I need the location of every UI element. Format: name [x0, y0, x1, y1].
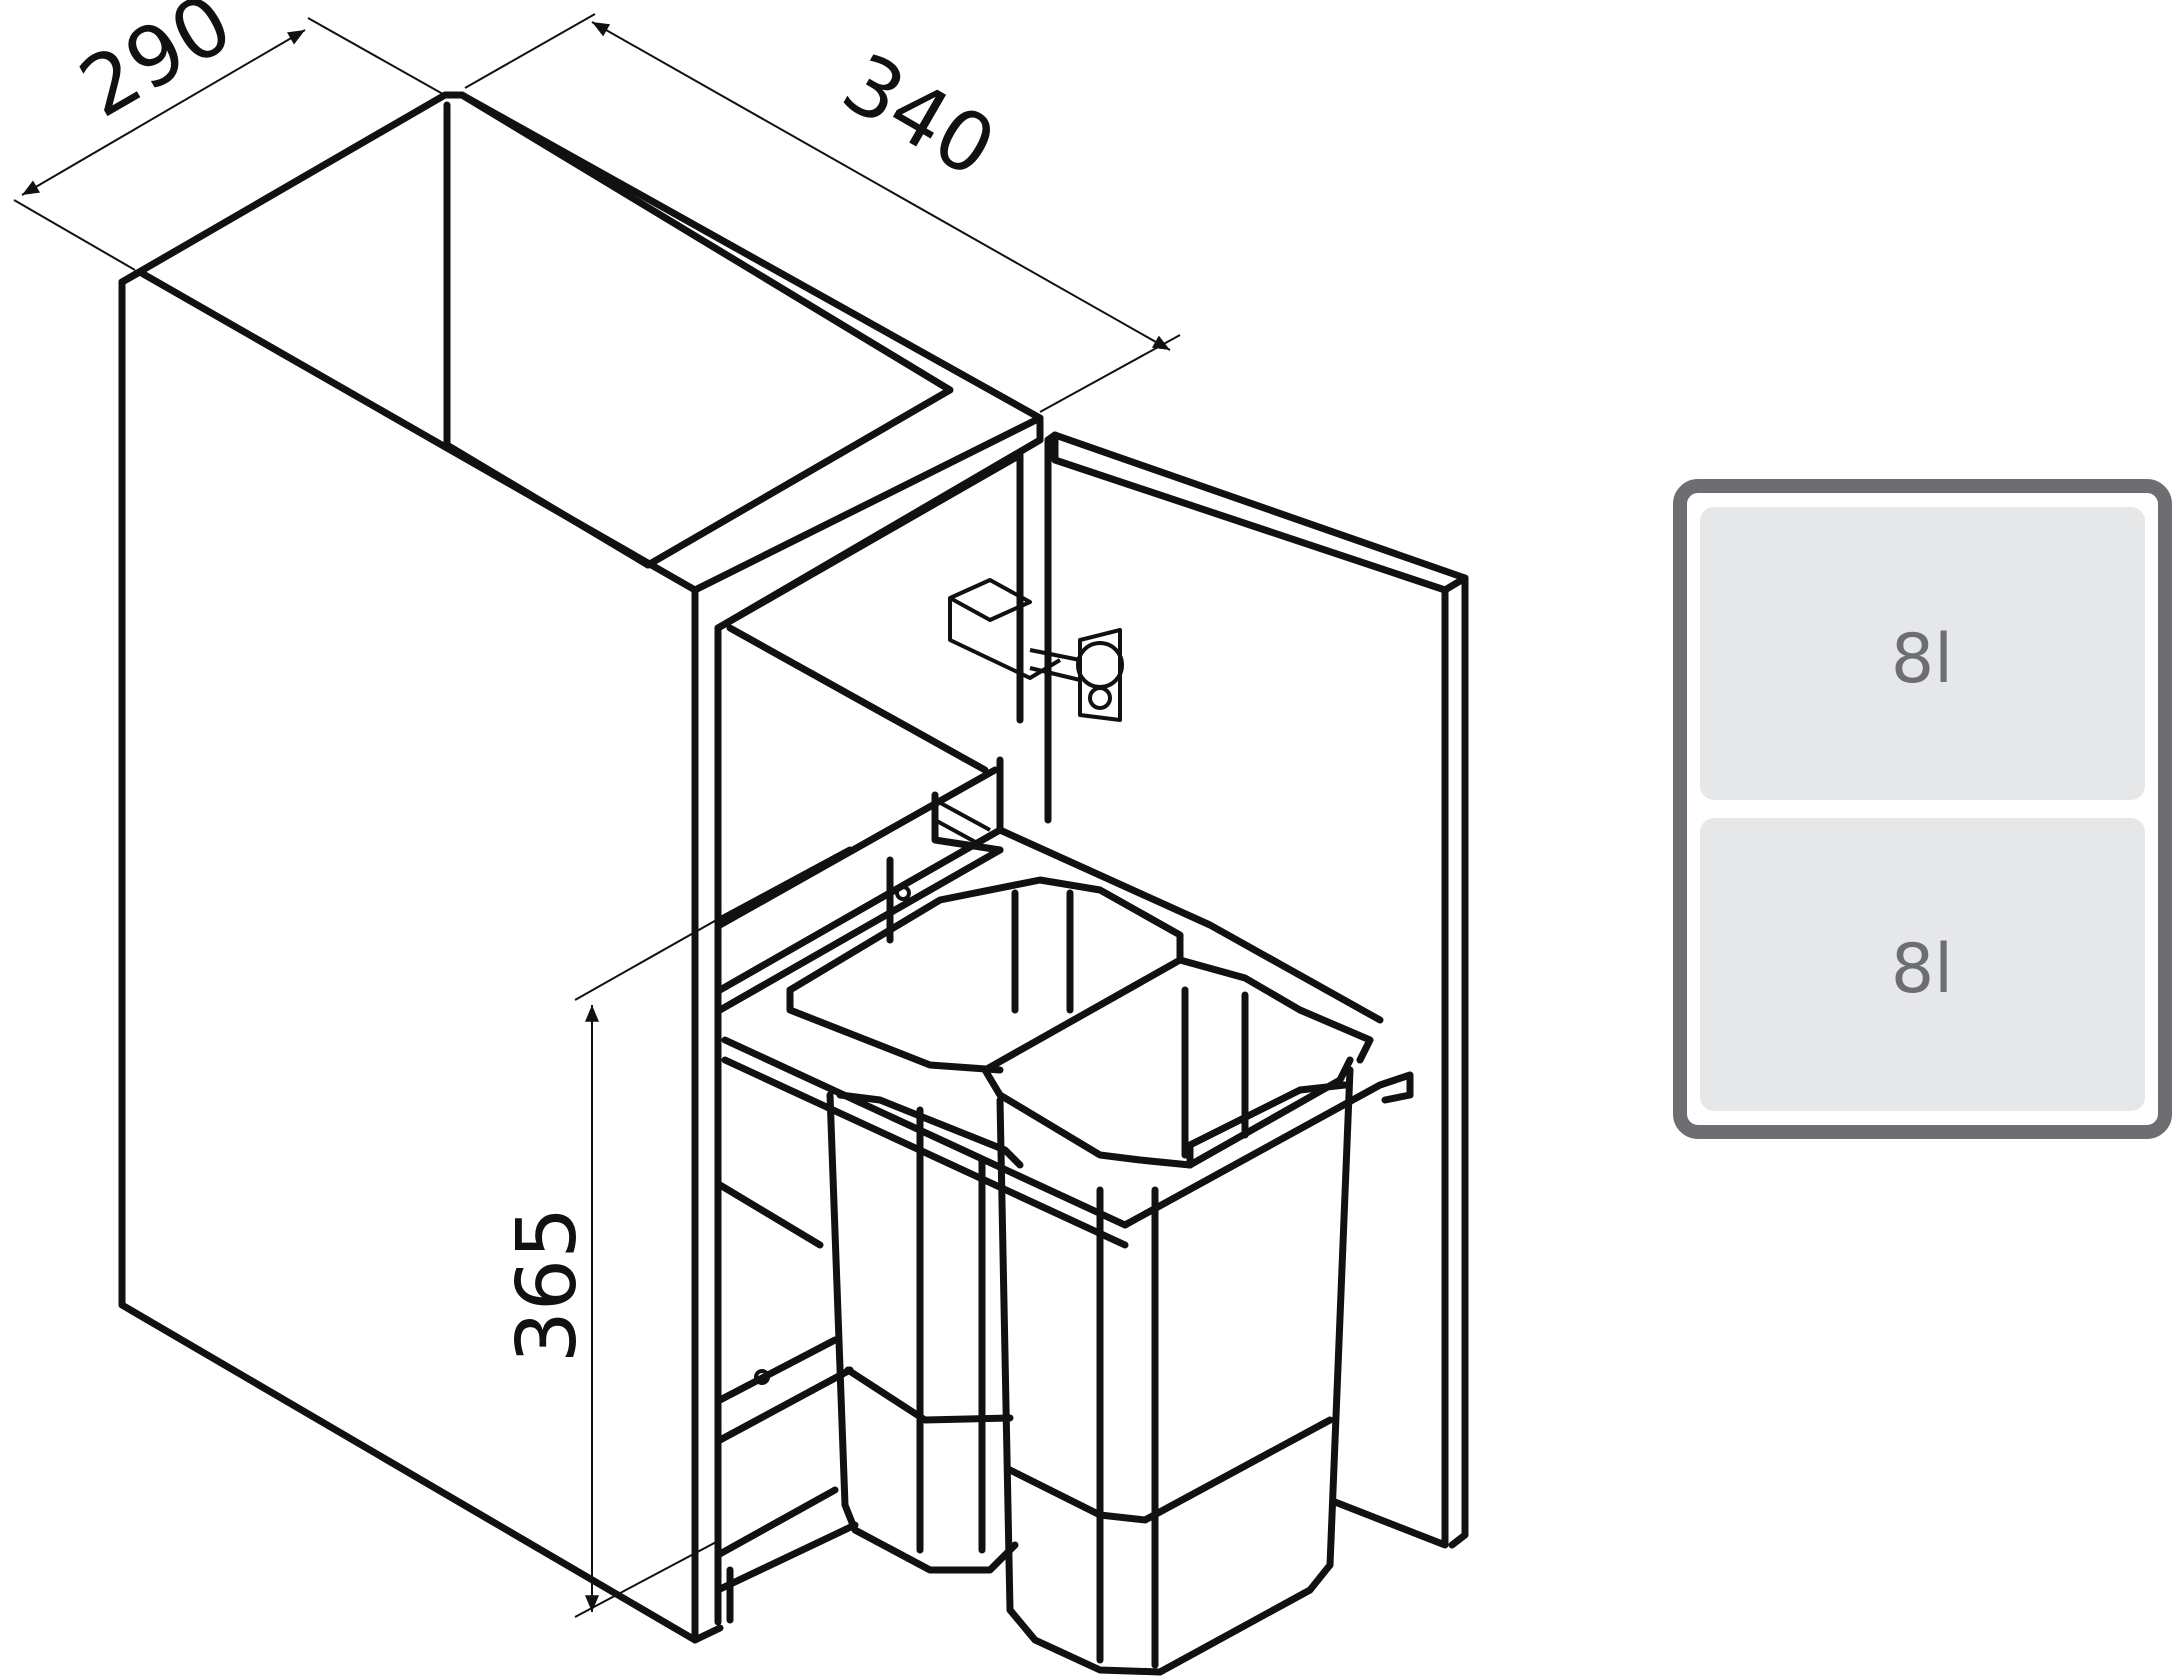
compartment-bottom	[1700, 818, 2145, 1111]
open-door	[1044, 431, 1469, 1549]
dimension-depth-label: 340	[827, 36, 1010, 197]
compartment-top-label: 8l	[1891, 620, 1953, 699]
dimension-height-label: 365	[500, 1207, 595, 1364]
hinge	[948, 578, 1124, 722]
bin-back	[981, 956, 1374, 1676]
pullout-frame	[716, 756, 1414, 1385]
dimension-lines	[13, 13, 1181, 1618]
compartment-bottom-label: 8l	[1891, 930, 1953, 1009]
compartment-top	[1700, 507, 2145, 800]
bin-front	[786, 876, 1184, 1574]
compartment-layout-icon: 8l 8l	[1673, 479, 2172, 1139]
